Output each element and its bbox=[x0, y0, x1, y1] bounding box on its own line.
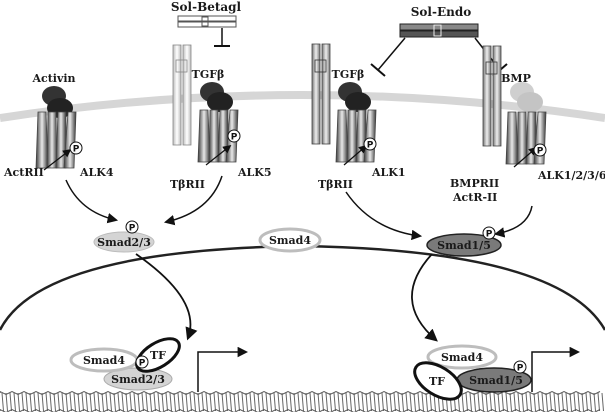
sol-betagl-decoy bbox=[177, 15, 237, 47]
phospho-label: P bbox=[367, 141, 374, 151]
nuc-tf-right bbox=[413, 361, 463, 401]
phospho-label: P bbox=[517, 364, 524, 374]
smad23-label: Smad2/3 bbox=[97, 236, 151, 249]
phospho-label: P bbox=[139, 359, 146, 369]
phospho-label: P bbox=[486, 230, 493, 240]
smad15-label: Smad1/5 bbox=[437, 239, 491, 252]
dna-strip bbox=[0, 390, 604, 412]
sol-betagl-label: Sol-Betagl bbox=[171, 0, 242, 14]
phospho-label: P bbox=[129, 224, 136, 234]
transcription-arrow-right bbox=[531, 346, 581, 392]
activin-label: Activin bbox=[31, 72, 75, 85]
phospho-badge-nuc-right bbox=[513, 360, 527, 374]
smad4-label: Smad4 bbox=[269, 234, 311, 247]
alk4-label: ALK4 bbox=[79, 166, 114, 179]
tbrii-label-2: TβRII bbox=[318, 178, 353, 191]
phospho-badge-alk5 bbox=[227, 129, 241, 143]
arrow-smad23-to-nucleus bbox=[135, 253, 198, 341]
tbrii-label-1: TβRII bbox=[170, 178, 205, 191]
phospho-badge-nuc-left bbox=[135, 355, 149, 369]
actr-ii-label: ActR-II bbox=[452, 191, 497, 204]
arrow-alk1236-to-smad15 bbox=[493, 205, 533, 238]
nuc-smad23-label: Smad2/3 bbox=[111, 373, 165, 386]
phospho-badge-smad23 bbox=[125, 220, 139, 234]
smad23-cytoplasm bbox=[93, 231, 155, 253]
phospho-badge-alk1236 bbox=[533, 143, 547, 157]
nuc-smad4-right-label: Smad4 bbox=[441, 351, 483, 364]
smad15-cytoplasm bbox=[426, 233, 502, 257]
tgfb-label-2: TGFβ bbox=[332, 68, 365, 81]
nuclear-envelope bbox=[0, 244, 605, 331]
alk5-label: ALK5 bbox=[237, 166, 271, 179]
nuc-smad4-left-label: Smad4 bbox=[83, 354, 125, 367]
nuc-smad4-right bbox=[426, 344, 498, 370]
bmp-label: BMP bbox=[501, 72, 531, 85]
nuc-tf-right-label: TF bbox=[429, 375, 445, 388]
phospho-label: P bbox=[537, 147, 544, 157]
sol-endo-label: Sol-Endo bbox=[411, 5, 471, 19]
alk1236-label: ALK1/2/3/6 bbox=[537, 169, 605, 182]
smad4-cytoplasm bbox=[258, 227, 322, 253]
arrow-smad15-to-nucleus bbox=[411, 253, 438, 342]
phospho-label: P bbox=[73, 145, 80, 155]
phospho-badge-alk4 bbox=[69, 141, 83, 155]
arrow-alk1-to-smad15 bbox=[345, 191, 423, 241]
phospho-badge-alk1 bbox=[363, 137, 377, 151]
phospho-badge-smad15 bbox=[482, 226, 496, 240]
arrow-alk5-to-smad23 bbox=[163, 175, 223, 226]
arrow-alk4-to-smad23 bbox=[65, 179, 119, 224]
alk1-label: ALK1 bbox=[371, 166, 405, 179]
phospho-label: P bbox=[231, 133, 238, 143]
nuc-smad15-label: Smad1/5 bbox=[469, 374, 523, 387]
transcription-arrow-left bbox=[197, 346, 249, 392]
tgfb-label-1: TGFβ bbox=[192, 68, 225, 81]
tgfb-alk5-receptor-complex bbox=[172, 44, 239, 166]
nuc-tf-left-label: TF bbox=[150, 349, 166, 362]
activin-receptor-complex bbox=[35, 86, 77, 171]
bmprii-label: BMPRII bbox=[450, 177, 499, 190]
actrii-label: ActRII bbox=[3, 166, 44, 179]
